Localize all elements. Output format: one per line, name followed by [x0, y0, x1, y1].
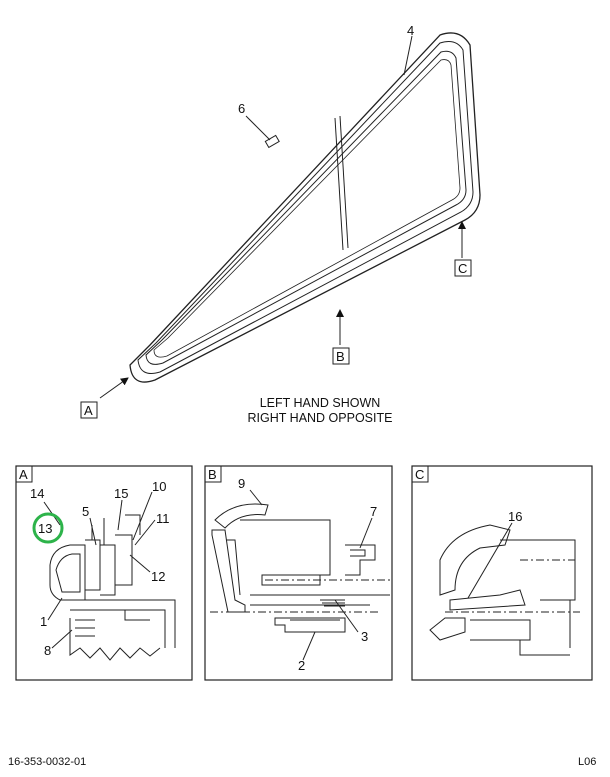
window-glass-edge: [145, 50, 467, 365]
main-leaders: [99, 35, 466, 399]
window-frame-mid: [137, 41, 474, 374]
detail-c-title: C: [415, 467, 424, 482]
latch-part: [264, 134, 280, 149]
callout-3: 3: [361, 629, 368, 644]
sheet-code: L06: [578, 756, 597, 768]
callout-10: 10: [152, 479, 166, 494]
window-glass-inner: [153, 59, 461, 358]
callout-13: 13: [38, 521, 52, 536]
detail-b-leaders: [249, 489, 373, 661]
view-marker-b: B: [332, 347, 350, 365]
center-divider-right: [339, 115, 349, 249]
callout-2: 2: [298, 658, 305, 673]
detail-a-leaders: [43, 491, 156, 649]
callout-9: 9: [238, 476, 245, 491]
callout-6: 6: [238, 101, 245, 116]
detail-c-panel: C 16: [411, 465, 593, 681]
window-frame-outer: [129, 32, 481, 383]
detail-b-section: [210, 503, 390, 633]
detail-c-section: [429, 524, 580, 656]
center-divider-left: [334, 117, 344, 251]
callout-5: 5: [82, 504, 89, 519]
svg-text:A: A: [84, 403, 93, 418]
note-line-1: LEFT HAND SHOWN: [259, 396, 381, 410]
detail-c-leaders: [467, 522, 513, 599]
callout-14: 14: [30, 486, 44, 501]
callout-16: 16: [508, 509, 522, 524]
detail-a-section: [49, 514, 176, 661]
detail-b-title: B: [208, 467, 217, 482]
part-number: 16-353-0032-01: [8, 756, 87, 768]
callout-12: 12: [151, 569, 165, 584]
window-assembly: [129, 32, 481, 383]
callout-7: 7: [370, 504, 377, 519]
view-marker-c: C: [454, 259, 472, 277]
callout-1: 1: [40, 614, 47, 629]
callout-8: 8: [44, 643, 51, 658]
svg-text:B: B: [336, 349, 345, 364]
callout-11: 11: [156, 511, 170, 526]
detail-b-panel: B 9 7 3 2: [204, 465, 393, 681]
callout-4: 4: [407, 23, 414, 38]
highlight-circle: [32, 512, 64, 544]
svg-text:C: C: [458, 261, 467, 276]
view-marker-a: A: [80, 401, 98, 419]
note-line-2: RIGHT HAND OPPOSITE: [247, 411, 393, 425]
detail-a-panel: A 14 13 15 10 5 1: [15, 465, 193, 681]
detail-a-title: A: [19, 467, 28, 482]
callout-15: 15: [114, 486, 128, 501]
